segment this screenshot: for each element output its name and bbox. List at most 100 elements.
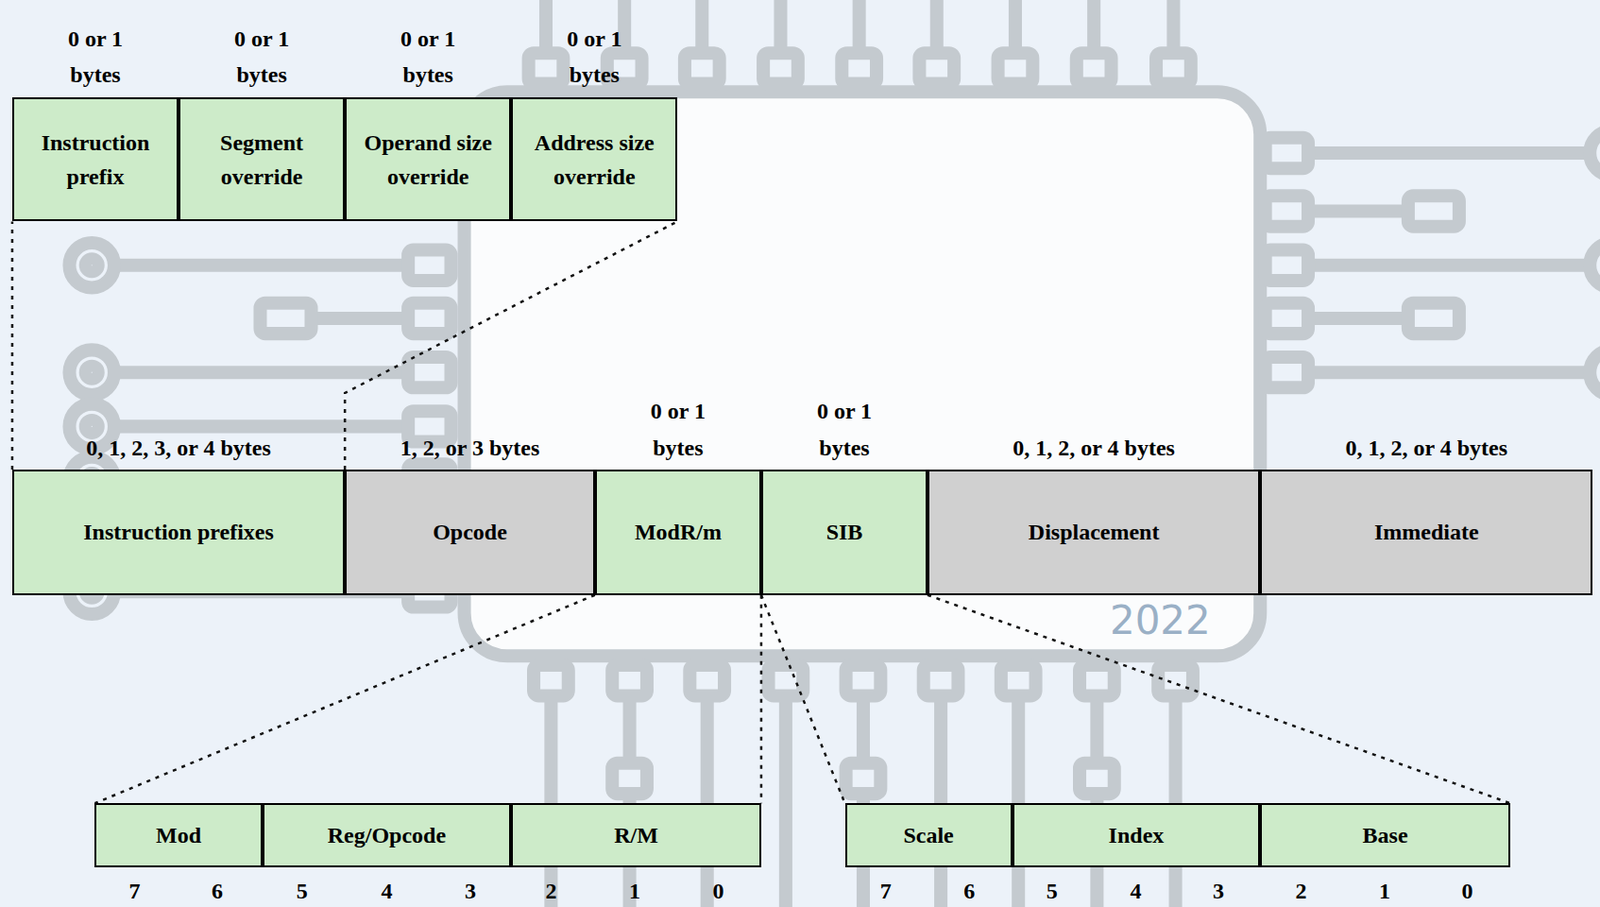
chip-pin xyxy=(1265,357,1309,388)
chip-via xyxy=(1589,242,1600,289)
expansion-line xyxy=(761,595,846,803)
bit-number: 7 xyxy=(129,878,141,904)
expansion-line xyxy=(344,221,678,470)
chip-lead xyxy=(1306,204,1409,219)
field-name: Scale xyxy=(847,817,1011,852)
chip-pin xyxy=(998,52,1034,84)
field-name: R/M xyxy=(512,817,760,852)
byte-count: 0 or 1 bytes xyxy=(382,20,475,94)
chip-via-hole xyxy=(85,366,99,379)
chip-pad xyxy=(612,763,647,794)
chip-pin xyxy=(768,664,804,696)
chip-pin xyxy=(1076,52,1112,84)
field-box: 1, 2, or 3 bytesOpcode xyxy=(344,469,596,596)
chip-pin xyxy=(533,664,569,696)
chip-pin xyxy=(612,664,647,696)
prefix-box: 0 or 1 bytesOperand size override xyxy=(344,97,511,222)
byte-count: 0 or 1 bytes xyxy=(49,20,141,94)
chip-lead xyxy=(1087,0,1101,53)
chip-pin xyxy=(684,52,720,84)
bit-number: 0 xyxy=(713,878,725,904)
chip-pad xyxy=(1408,195,1460,226)
bitfield-box: Base xyxy=(1259,802,1511,868)
chip-via-hole xyxy=(85,420,99,433)
field-name: Displacement xyxy=(929,514,1259,549)
bitfield-box: R/M xyxy=(510,802,762,868)
expansion-line xyxy=(94,595,595,803)
expansion-line xyxy=(760,595,764,803)
prefix-box: 0 or 1 bytesAddress size override xyxy=(510,97,678,222)
bit-number: 6 xyxy=(963,878,975,904)
chip-lead xyxy=(1306,258,1587,273)
bit-number: 2 xyxy=(544,878,557,904)
chip-lead xyxy=(930,0,944,53)
chip-pin xyxy=(1265,303,1309,334)
watermark: 2022 xyxy=(1109,595,1211,643)
chip-pin xyxy=(1156,52,1192,84)
bit-number: 3 xyxy=(1212,878,1225,904)
chip-pin xyxy=(408,357,451,388)
field-box: 0 or 1 bytesSIB xyxy=(761,469,928,596)
chip-pin xyxy=(689,664,725,696)
field-name: Opcode xyxy=(346,514,594,549)
chip-pin xyxy=(923,664,959,696)
chip-pin xyxy=(408,303,451,334)
chip-lead xyxy=(539,0,553,53)
bit-number: 1 xyxy=(1378,878,1391,904)
chip-lead xyxy=(779,698,793,907)
chip-lead xyxy=(114,419,409,433)
byte-count: 0, 1, 2, or 4 bytes xyxy=(1262,429,1590,466)
chip-pin xyxy=(528,52,564,84)
chip-pin xyxy=(1157,664,1193,696)
bit-number: 2 xyxy=(1294,878,1307,904)
chip-lead xyxy=(1306,311,1409,325)
bit-number: 1 xyxy=(629,878,641,904)
chip-lead xyxy=(311,311,409,325)
field-name: Reg/Opcode xyxy=(264,817,511,852)
field-name: SIB xyxy=(763,514,926,549)
field-name: Index xyxy=(1014,817,1260,852)
byte-count: 0 or 1 bytes xyxy=(798,392,890,466)
prefix-box: 0 or 1 bytesInstruction prefix xyxy=(12,97,179,222)
chip-pad xyxy=(1408,303,1460,334)
chip-pin xyxy=(408,250,451,281)
bit-number: 0 xyxy=(1462,878,1474,904)
bit-number: 5 xyxy=(296,878,308,904)
field-name: ModR/m xyxy=(596,514,760,549)
chip-pin xyxy=(1265,195,1309,226)
chip-pad xyxy=(259,303,311,334)
chip-lead xyxy=(114,365,409,379)
chip-pad xyxy=(846,763,882,794)
bit-number: 6 xyxy=(211,878,223,904)
chip-lead xyxy=(852,0,867,53)
byte-count: 0, 1, 2, or 4 bytes xyxy=(930,429,1258,466)
chip-pin xyxy=(1079,664,1115,696)
bit-number: 4 xyxy=(380,878,392,904)
byte-count: 1, 2, or 3 bytes xyxy=(344,429,596,466)
chip-pin xyxy=(919,52,954,84)
chip-via-hole xyxy=(85,258,99,272)
chip-pin xyxy=(846,664,882,696)
field-name: Address size override xyxy=(512,125,676,194)
field-box: 0, 1, 2, or 4 bytesDisplacement xyxy=(927,469,1260,596)
field-box: 0, 1, 2, 3, or 4 bytesInstruction prefix… xyxy=(12,469,345,596)
chip-lead xyxy=(695,0,709,53)
chip-lead xyxy=(1166,0,1180,53)
chip-pad xyxy=(1079,763,1115,794)
chip-via xyxy=(1589,130,1600,176)
chip-lead xyxy=(1008,0,1022,53)
field-box: 0 or 1 bytesModR/m xyxy=(595,469,762,596)
chip-pin xyxy=(841,52,877,84)
byte-count: 0 or 1 bytes xyxy=(216,20,308,94)
chip-lead xyxy=(1306,365,1587,379)
field-name: Mod xyxy=(96,817,260,852)
chip-pin xyxy=(763,52,799,84)
bit-number: 5 xyxy=(1046,878,1058,904)
chip-via xyxy=(68,242,115,289)
field-name: Operand size override xyxy=(346,125,510,194)
byte-count: 0 or 1 bytes xyxy=(631,392,724,466)
byte-count: 0 or 1 bytes xyxy=(548,20,641,94)
chip-lead xyxy=(114,258,409,273)
field-name: Segment override xyxy=(180,125,343,194)
